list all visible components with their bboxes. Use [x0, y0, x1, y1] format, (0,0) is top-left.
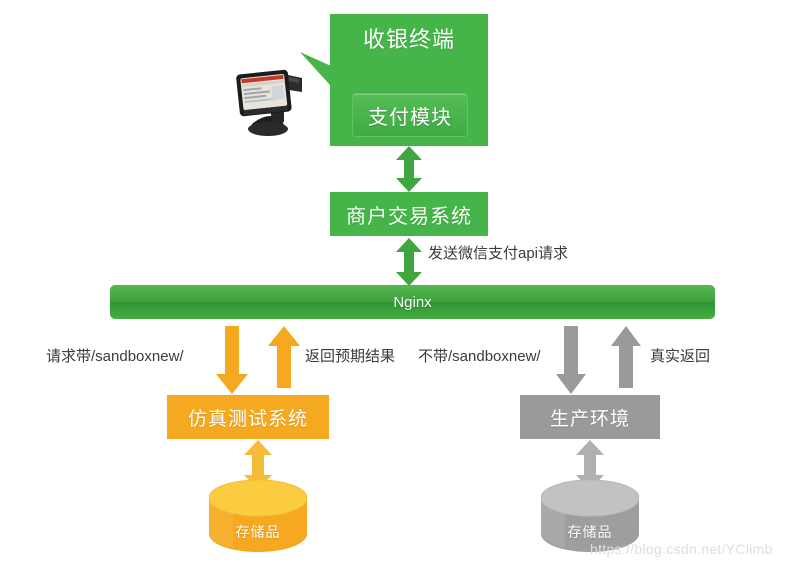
cash-register-terminal-label: 收银终端: [362, 27, 455, 52]
label-api-request: 发送微信支付api请求: [428, 245, 569, 262]
arrow-sandbox-to-nginx: [266, 326, 302, 388]
sandbox-storage-cylinder[interactable]: 存储品: [208, 479, 308, 552]
nginx-bar[interactable]: Nginx: [110, 285, 715, 319]
label-return-expected: 返回预期结果: [305, 348, 396, 365]
payment-module-box[interactable]: 支付模块: [352, 93, 468, 137]
arrow-sandbox-to-storage: [240, 440, 276, 490]
arrow-merchant-to-nginx: [391, 238, 427, 286]
label-return-real: 真实返回: [650, 348, 711, 365]
pos-terminal-icon: [234, 62, 310, 140]
arrow-production-to-storage: [572, 440, 608, 490]
simulation-test-system-box[interactable]: 仿真测试系统: [167, 395, 329, 439]
label-request-with-sandbox: 请求带/sandboxnew/: [46, 348, 184, 365]
arrow-production-to-nginx: [609, 326, 643, 388]
arrow-terminal-to-merchant: [391, 146, 427, 192]
arrow-nginx-to-sandbox: [214, 326, 250, 394]
arrow-nginx-to-production: [554, 326, 588, 394]
watermark-text: https://blog.csdn.net/YClimb: [590, 541, 773, 557]
merchant-transaction-system-box[interactable]: 商户交易系统: [330, 192, 488, 236]
production-environment-box[interactable]: 生产环境: [520, 395, 660, 439]
label-request-without-sandbox: 不带/sandboxnew/: [418, 348, 541, 365]
